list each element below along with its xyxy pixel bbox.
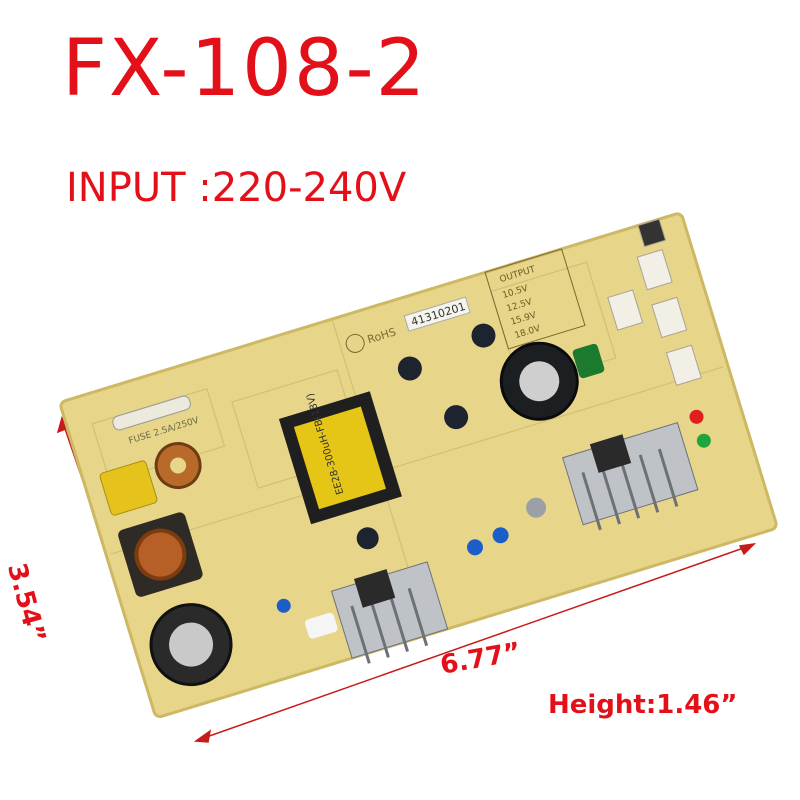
height-dimension: Height:1.46”: [548, 690, 738, 720]
circuit-board: FUSE 2.5A/250V EE28-300uH-FB(18V) RoHS 4…: [59, 212, 778, 719]
input-voltage-label: INPUT :220-240V: [66, 165, 407, 211]
product-title: FX-108-2: [62, 24, 428, 114]
